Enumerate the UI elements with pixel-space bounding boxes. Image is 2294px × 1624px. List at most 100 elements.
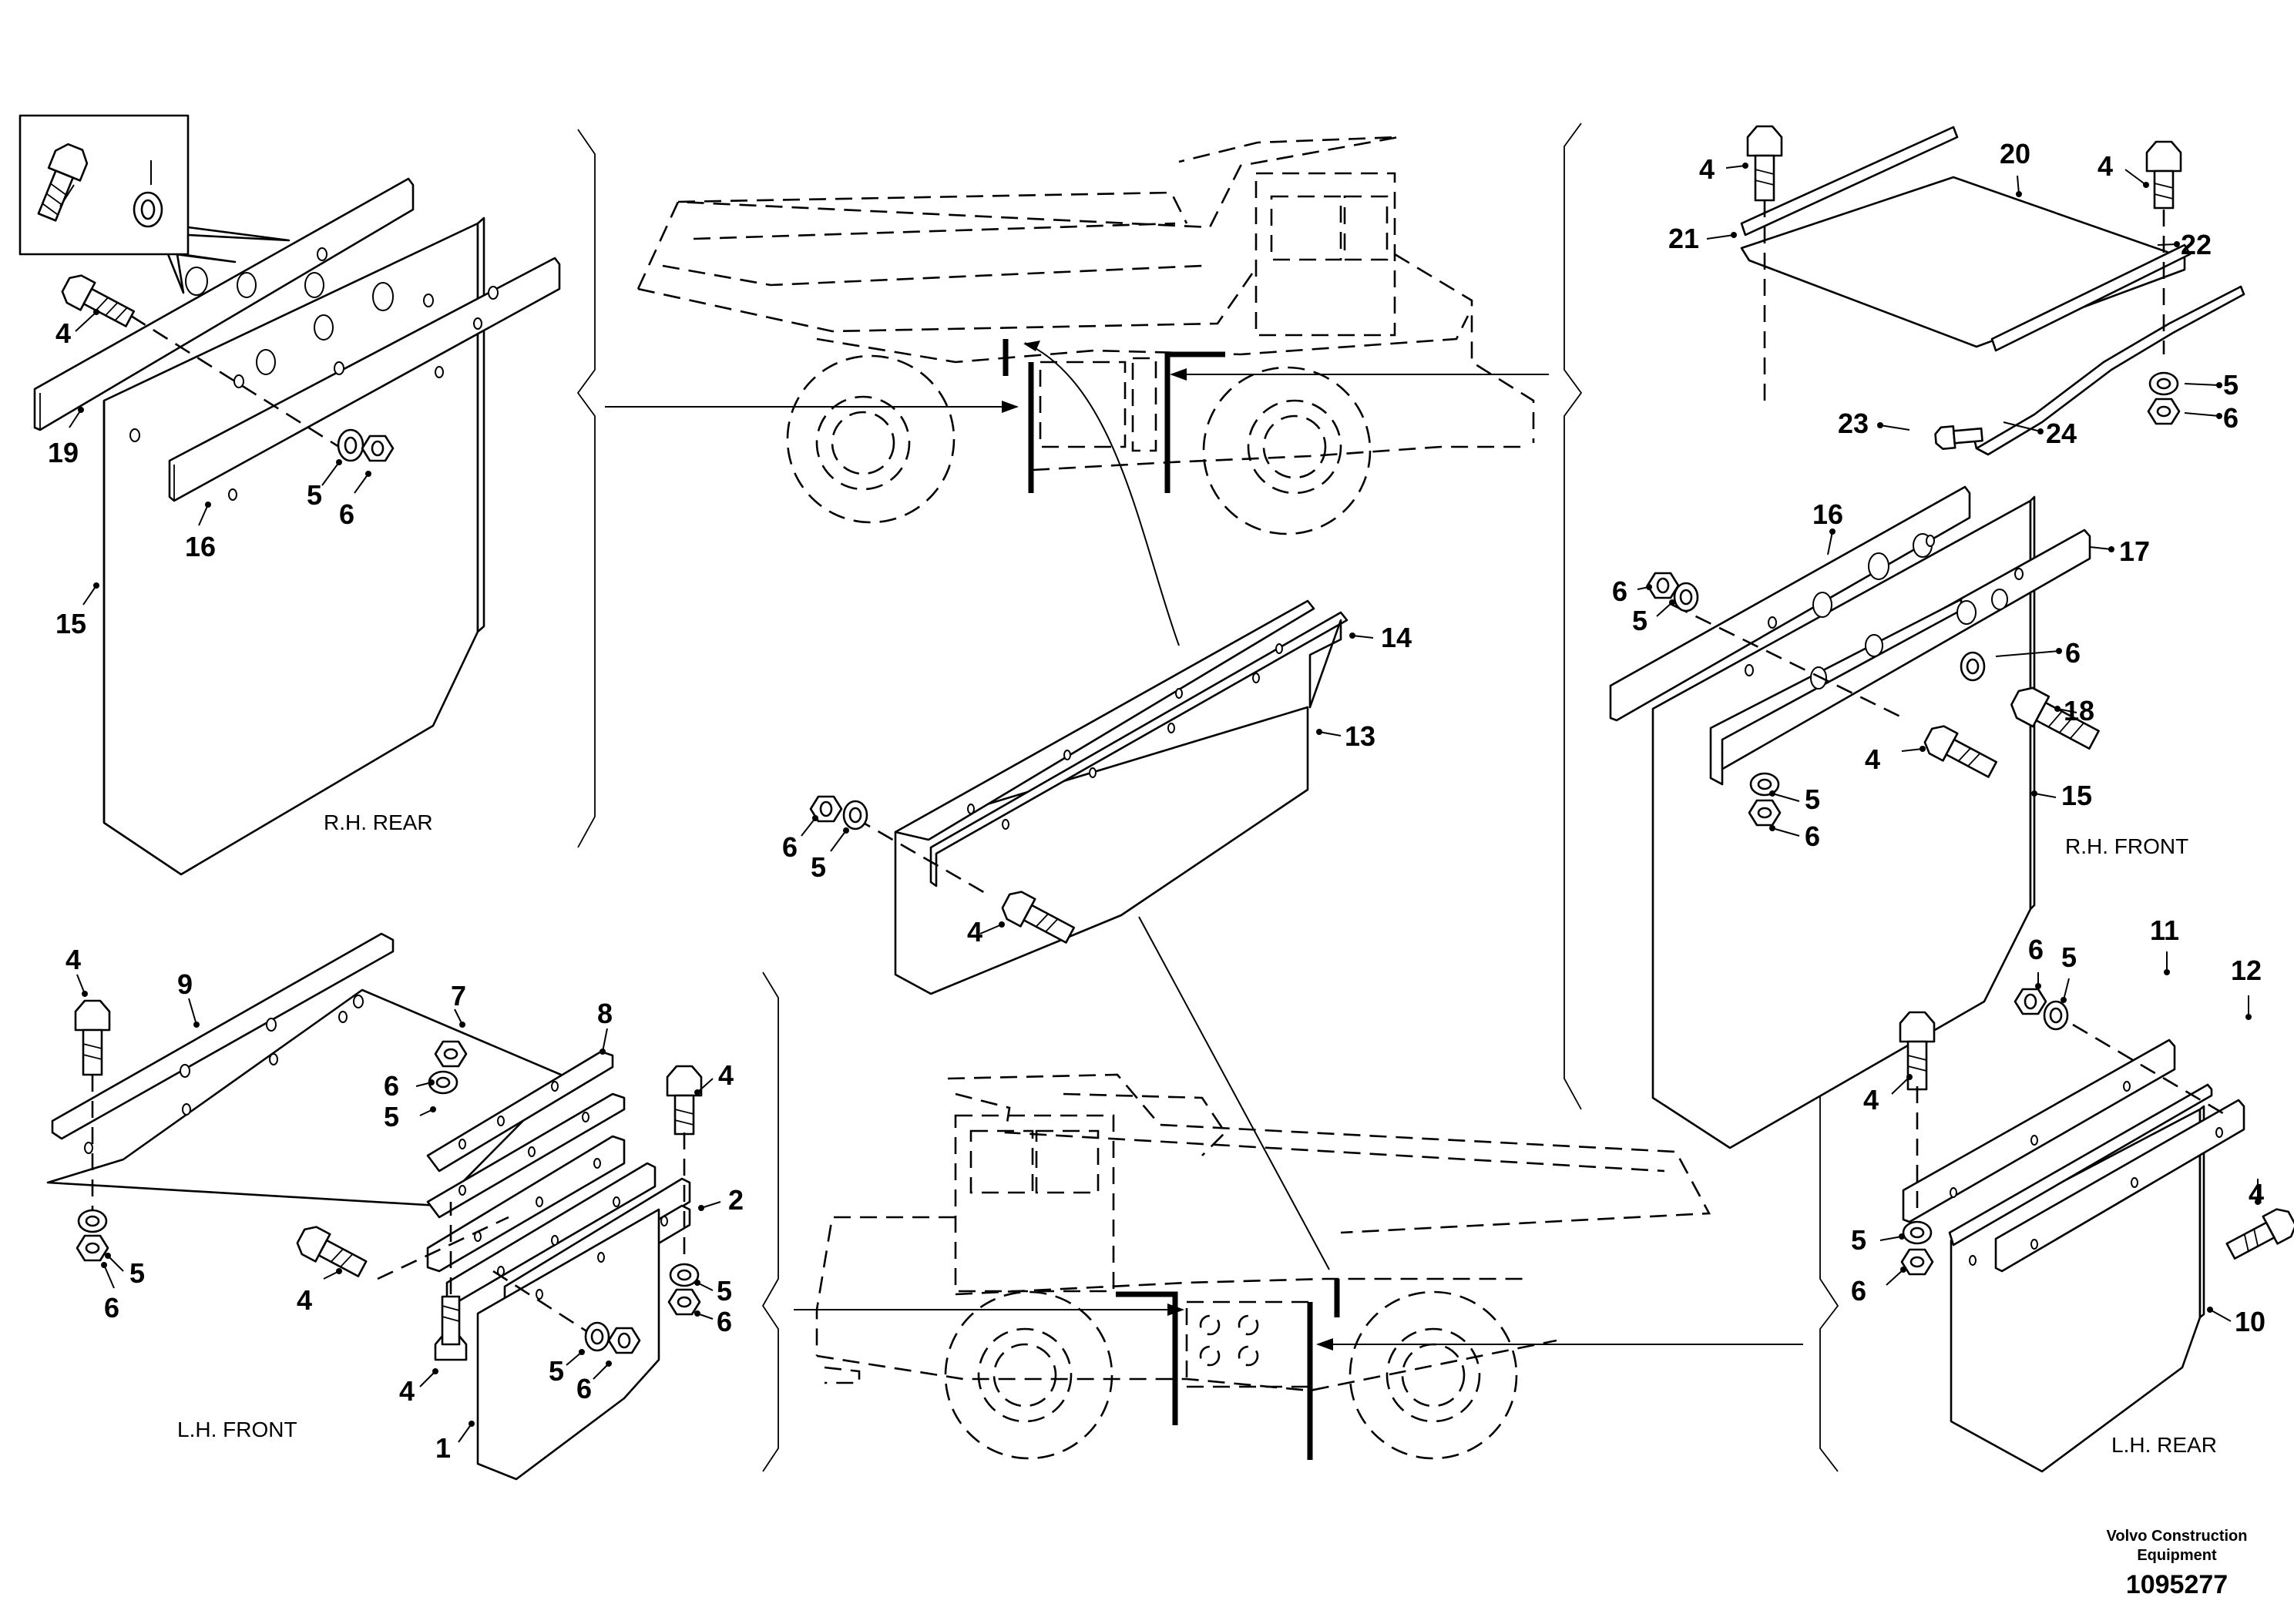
lock-washer-icon [1960, 651, 1986, 682]
callout-rh-front-6d: 6 [1805, 820, 1820, 852]
nut-icon [667, 1288, 701, 1316]
callout-center-13: 13 [1345, 720, 1375, 752]
lock-washer-icon [337, 428, 364, 462]
rh-rear-assembly: R.H. REAR [33, 177, 561, 876]
callout-rh-rear-4: 4 [55, 317, 71, 349]
callout-lh-front-6b: 6 [104, 1292, 119, 1324]
nut-icon [434, 1040, 468, 1068]
callout-center-5: 5 [811, 851, 826, 883]
callout-lh-front-4b: 4 [718, 1059, 734, 1091]
callout-lh-rear-12: 12 [2231, 955, 2262, 986]
nut-icon [2014, 988, 2047, 1015]
callout-lh-front-5c: 5 [717, 1275, 732, 1307]
title-block: Volvo Construction Equipment 1095277 [2107, 1528, 2248, 1599]
callout-lh-rear-6a: 6 [2028, 934, 2044, 965]
bolt-icon [2145, 140, 2182, 210]
callout-rh-front-16: 16 [1812, 498, 1843, 530]
caption-rh-rear: R.H. REAR [324, 810, 433, 834]
bolt-icon [2010, 686, 2100, 750]
callout-lh-front-2: 2 [728, 1184, 744, 1216]
callout-rh-front-5a: 5 [2223, 369, 2239, 401]
bolt-icon [296, 1226, 368, 1277]
center-mudflap-assembly [809, 599, 1349, 1270]
bolt-icon [666, 1065, 703, 1136]
nut-icon [1900, 1248, 1934, 1276]
callout-rh-rear-5: 5 [307, 479, 322, 511]
bolt-icon [1746, 125, 1783, 202]
lock-washer-icon [1749, 772, 1780, 797]
callout-lh-rear-4a: 4 [1863, 1084, 1879, 1116]
callout-rh-front-23: 23 [1838, 408, 1869, 439]
callout-rh-front-6a: 6 [2223, 402, 2239, 434]
nut-icon [809, 795, 843, 823]
nut-icon [361, 435, 395, 462]
bolt-icon [1899, 1011, 1936, 1091]
lock-washer-icon [584, 1321, 610, 1352]
bolt-icon [1923, 725, 1998, 778]
callout-lh-front-6c: 6 [717, 1306, 732, 1337]
caption-rh-front: R.H. FRONT [2065, 834, 2188, 858]
callout-lh-front-9: 9 [177, 968, 193, 1000]
callout-leaders [69, 165, 2259, 1443]
callout-lh-front-1: 1 [435, 1432, 451, 1464]
lh-rear-assembly: L.H. REAR [1899, 988, 2294, 1473]
callout-rh-front-4b: 4 [2098, 150, 2113, 182]
lock-washer-icon [2148, 371, 2179, 396]
callout-lh-rear-4b: 4 [2249, 1178, 2264, 1210]
callout-rh-front-6b: 6 [1612, 575, 1627, 607]
lock-washer-icon [669, 1263, 700, 1287]
callout-rh-front-18: 18 [2064, 695, 2094, 726]
callout-dots [78, 163, 2261, 1427]
lock-washer-icon [2043, 1000, 2069, 1031]
callout-lh-front-5a: 5 [384, 1101, 399, 1132]
callout-rh-front-21: 21 [1668, 223, 1699, 254]
callout-rh-rear-6: 6 [339, 498, 354, 530]
callout-rh-front-15: 15 [2061, 780, 2092, 811]
callout-lh-front-4c: 4 [297, 1284, 312, 1316]
callout-center-4: 4 [967, 916, 982, 948]
callout-lh-front-5d: 5 [549, 1355, 564, 1387]
callout-lh-front-4a: 4 [65, 944, 81, 975]
nut-icon [2147, 398, 2181, 425]
credit-line-2: Equipment [2137, 1547, 2217, 1564]
callout-lh-front-6a: 6 [384, 1070, 399, 1102]
lock-washer-icon [133, 191, 163, 228]
callout-lh-front-4d: 4 [399, 1375, 415, 1407]
callout-lh-rear-10: 10 [2235, 1306, 2265, 1337]
callout-numbers: 4 19 5 6 16 15 14 13 6 5 4 4 20 4 21 22 … [48, 138, 2265, 1464]
callout-lh-rear-5a: 5 [2061, 941, 2077, 973]
callout-rh-rear-15: 15 [55, 608, 86, 639]
truck-side-view-lower [794, 1073, 1803, 1460]
callout-lh-front-7: 7 [451, 980, 466, 1012]
lock-washer-icon [1673, 582, 1699, 612]
truck-side-view-upper [605, 136, 1549, 646]
nut-icon [76, 1234, 109, 1262]
callout-rh-front-6c: 6 [2065, 637, 2081, 669]
hardware-detail-inset [18, 114, 291, 294]
bolt-icon [2225, 1208, 2294, 1260]
bolt-icon [434, 1295, 468, 1361]
caption-lh-rear: L.H. REAR [2111, 1433, 2217, 1457]
bolt-icon [37, 143, 89, 222]
document-number: 1095277 [2126, 1570, 2228, 1599]
callout-rh-front-5b: 5 [1632, 605, 1647, 636]
callout-rh-front-20: 20 [2000, 138, 2030, 169]
bolt-icon [74, 999, 111, 1076]
callout-rh-front-4c: 4 [1865, 743, 1880, 775]
bolt-icon [61, 274, 136, 327]
callout-rh-front-24: 24 [2046, 418, 2077, 449]
caption-lh-front: L.H. FRONT [177, 1418, 297, 1441]
callout-rh-rear-19: 19 [48, 437, 79, 468]
callout-rh-front-17: 17 [2119, 535, 2150, 567]
rh-front-assembly: R.H. FRONT [1609, 125, 2245, 1149]
credit-line-1: Volvo Construction [2107, 1528, 2248, 1545]
callout-rh-rear-16: 16 [185, 531, 216, 562]
bolt-icon [1001, 891, 1076, 944]
lock-washer-icon [1902, 1220, 1933, 1245]
lh-front-assembly: L.H. FRONT [46, 932, 703, 1481]
callout-lh-rear-6b: 6 [1851, 1275, 1866, 1307]
callout-center-6: 6 [782, 831, 798, 863]
callout-lh-front-6d: 6 [576, 1373, 592, 1404]
